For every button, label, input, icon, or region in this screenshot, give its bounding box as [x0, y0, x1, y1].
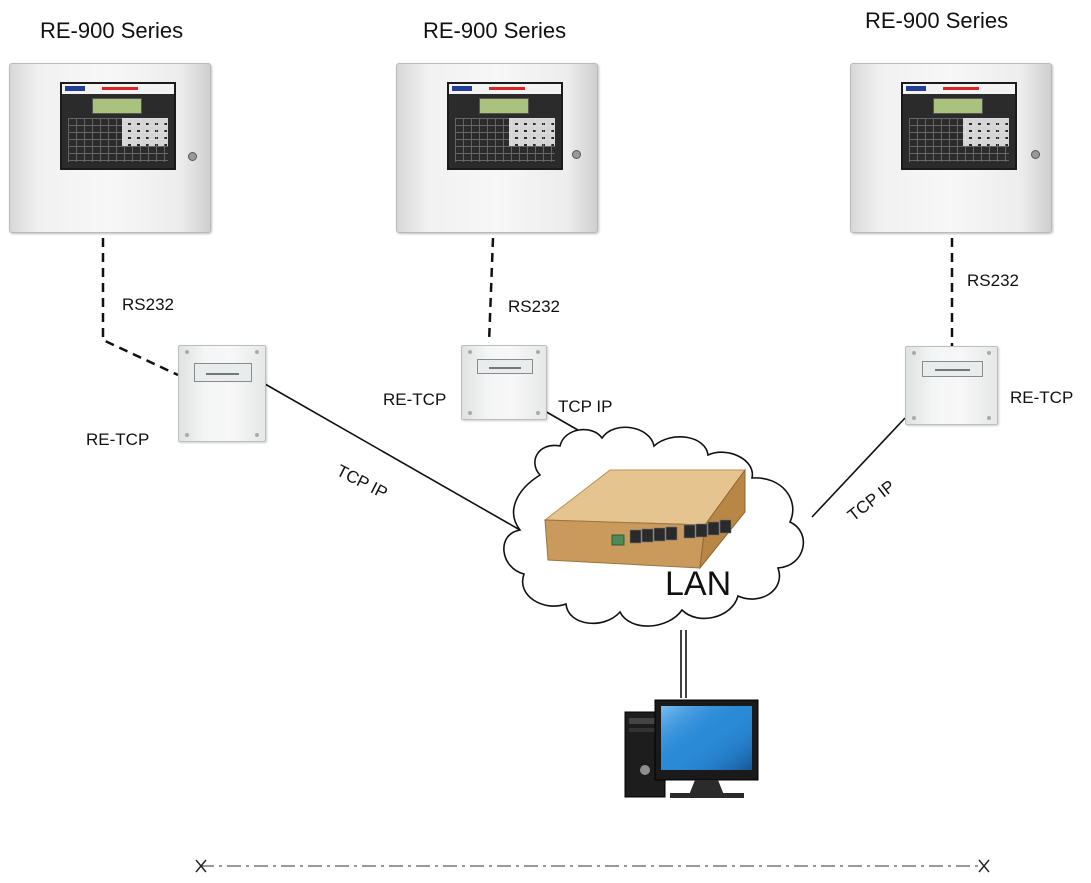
panel-title-left: RE-900 Series [40, 18, 184, 43]
rs232-label-right: RS232 [967, 271, 1019, 290]
re-tcp-module-left [178, 345, 266, 442]
lan-label: LAN [665, 565, 732, 603]
fire-alarm-panel-icon [447, 82, 563, 170]
ethernet-module-icon [194, 363, 252, 383]
rs232-label-left: RS232 [122, 295, 174, 314]
lock-icon [1031, 150, 1040, 159]
fire-alarm-panel-middle [396, 63, 598, 233]
desktop-computer-icon [624, 699, 759, 798]
tcp-ip-label-middle: TCP IP [558, 397, 613, 416]
panel-title-right: RE-900 Series [865, 8, 1009, 33]
re-tcp-label-left: RE-TCP [86, 430, 150, 449]
rs232-link-middle [487, 237, 495, 344]
network-switch-icon [543, 468, 746, 570]
re-tcp-module-middle [461, 345, 547, 420]
re-tcp-label-right: RE-TCP [1010, 388, 1074, 407]
rs232-label-middle: RS232 [508, 297, 560, 316]
ethernet-module-icon [922, 360, 983, 377]
end-x-left [195, 859, 207, 873]
fire-alarm-panel-left [9, 63, 211, 233]
end-x-right [978, 859, 990, 873]
ethernet-module-icon [477, 359, 533, 375]
fire-alarm-panel-icon [60, 82, 176, 170]
re-tcp-module-right [905, 346, 998, 425]
panel-title-middle: RE-900 Series [423, 18, 567, 43]
tcp-link-right [811, 417, 906, 518]
lock-icon [572, 150, 581, 159]
re-tcp-label-middle: RE-TCP [383, 390, 447, 409]
lock-icon [188, 152, 197, 161]
fire-alarm-panel-right [850, 63, 1052, 233]
tcp-link-left [264, 383, 521, 531]
fire-alarm-panel-icon [901, 82, 1017, 170]
rs232-link-left [101, 238, 179, 377]
